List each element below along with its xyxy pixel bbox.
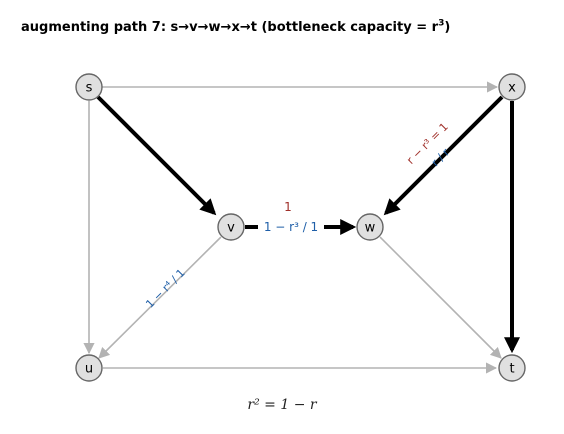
label-vw-capacity: 1 − r³ / 1 [264, 220, 318, 234]
node-w-label: w [365, 221, 376, 236]
label-vw-background [258, 218, 324, 235]
title-text: augmenting path 7: s→v→w→x→t (bottleneck… [21, 20, 439, 35]
node-s-label: s [86, 81, 93, 96]
diagram-title: augmenting path 7: s→v→w→x→t (bottleneck… [21, 18, 451, 35]
edge-v-u [98, 236, 222, 359]
node-t: t [498, 354, 526, 382]
title-superscript: 3 [438, 18, 445, 29]
title-end: ) [444, 20, 451, 35]
label-vu-flow: 1 − r⁴ / 1 [143, 266, 187, 310]
node-s: s [75, 73, 103, 101]
edge-w-t [379, 236, 502, 359]
path-edge-x-w [383, 95, 504, 216]
node-u: u [75, 354, 103, 382]
node-x-label: x [508, 81, 516, 96]
node-v: v [217, 213, 245, 241]
equation: r² = 1 − r [247, 397, 317, 413]
node-t-label: t [509, 362, 514, 377]
node-u-label: u [85, 362, 93, 377]
node-w: w [356, 213, 384, 241]
node-x: x [498, 73, 526, 101]
path-edge-s-v [96, 95, 217, 216]
label-vw-flow: 1 [284, 200, 292, 214]
node-v-label: v [227, 221, 235, 236]
